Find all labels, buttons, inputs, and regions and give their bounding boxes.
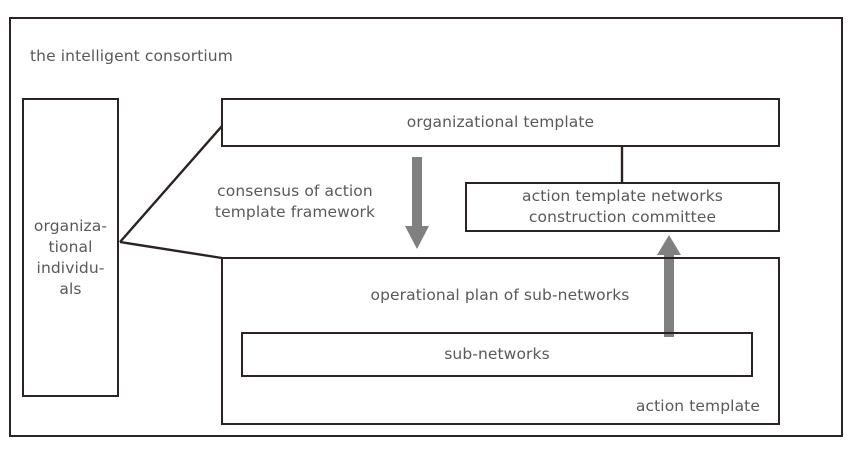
node-sub-networks[interactable]: [241, 332, 753, 377]
node-action-template-networks-construction-committee[interactable]: [465, 182, 780, 232]
node-organizational-template-label: organizational template: [406, 113, 595, 131]
node-operational-plan-label: operational plan of sub-networks: [370, 286, 630, 304]
edge-individuals-to-org-template: [119, 125, 223, 243]
edge-label-consensus: consensus of action template framework: [214, 182, 376, 221]
node-committee-label: action template networks construction co…: [522, 187, 723, 226]
edge-individuals-to-action-template: [119, 240, 223, 260]
node-sub-networks-label: sub-networks: [444, 345, 550, 363]
node-organizational-individuals-label: organiza- tional individu- als: [33, 217, 108, 298]
node-organizational-template[interactable]: [221, 98, 780, 147]
node-action-template-label: action template: [635, 397, 760, 415]
node-action-template[interactable]: [221, 257, 780, 425]
down-arrow-icon: [405, 157, 429, 249]
node-organizational-individuals[interactable]: [22, 98, 119, 397]
page-title: the intelligent consortium: [30, 47, 233, 65]
outer-frame-intelligent-consortium: [9, 17, 843, 437]
up-arrow-icon: [657, 235, 681, 337]
